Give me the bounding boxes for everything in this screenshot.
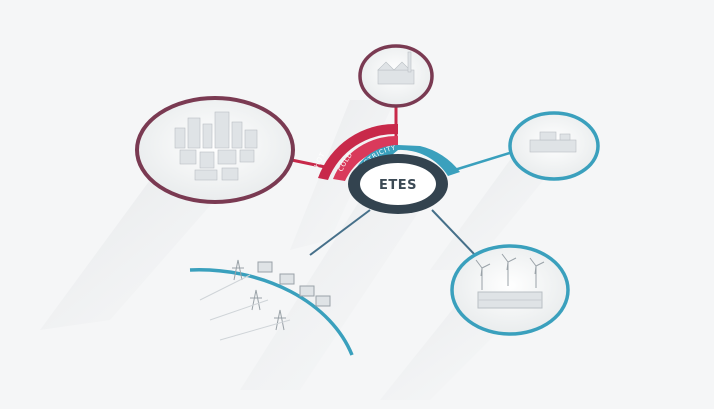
energy-arcs [318, 123, 460, 190]
connector-plant [447, 150, 514, 174]
connector-wind [431, 209, 477, 257]
industrial-plant-icon [529, 131, 577, 153]
node-wind-turbines[interactable] [450, 244, 570, 336]
etes-hub[interactable]: ETES [348, 154, 448, 214]
node-industrial-plant[interactable] [508, 111, 600, 181]
node-factory[interactable] [358, 44, 434, 108]
hub-label: ETES [379, 178, 417, 193]
factory-icon [377, 51, 415, 85]
wind-turbines-icon [475, 253, 545, 309]
electricity-arc [350, 145, 460, 190]
cold-arc [333, 135, 398, 181]
node-power-grid[interactable] [189, 259, 354, 356]
power-grid-icon [199, 259, 331, 341]
connector-grid [309, 209, 371, 256]
node-city[interactable] [135, 96, 295, 204]
hot-arc [318, 123, 398, 180]
city-icon [174, 111, 258, 181]
